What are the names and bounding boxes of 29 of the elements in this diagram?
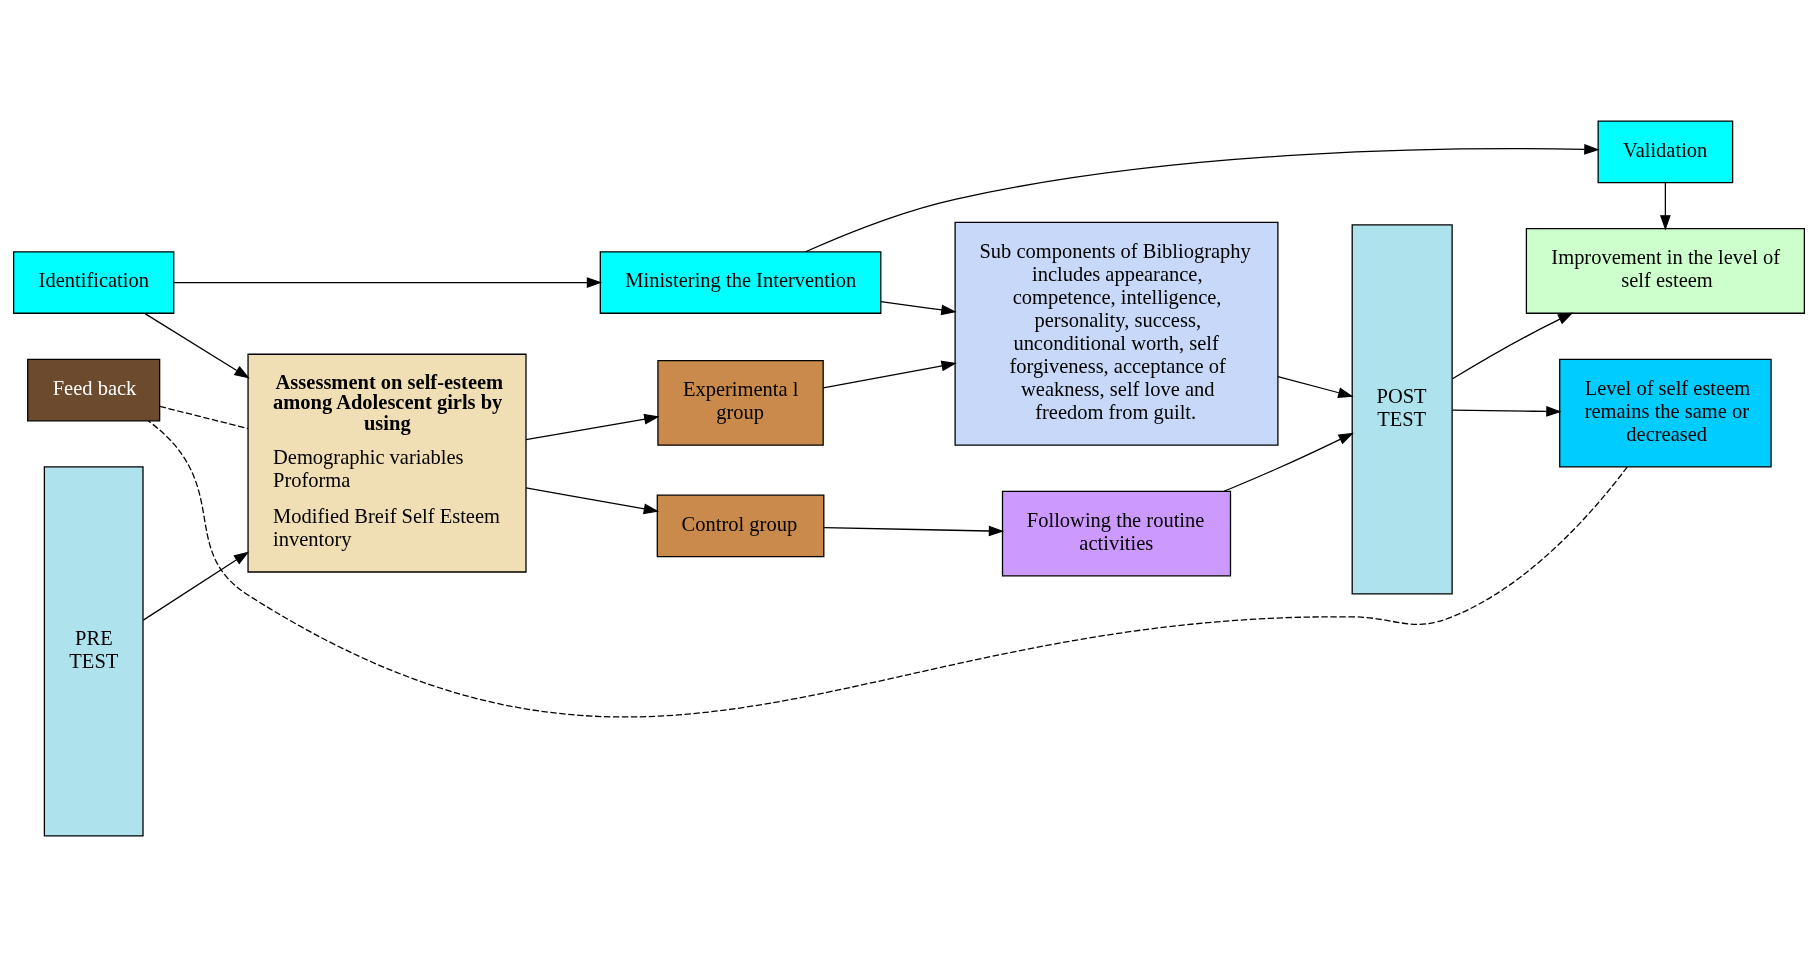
node-box: Experimenta l group <box>657 359 824 446</box>
arrow <box>1277 375 1354 398</box>
node-box: Validation <box>1597 120 1734 183</box>
arrow <box>822 360 957 388</box>
arrow <box>525 486 660 514</box>
node-box: POST TEST <box>1351 223 1453 594</box>
arrow <box>1660 181 1671 231</box>
arrow <box>525 413 660 440</box>
node-box: Level of self esteem remains the same or decreased <box>1559 358 1772 468</box>
node-box: Following the routine activities <box>1001 490 1232 576</box>
connector <box>159 405 249 429</box>
node-box: Improvement in the level of self esteem <box>1525 227 1805 314</box>
arrow <box>823 525 1005 536</box>
arrow <box>173 276 603 288</box>
node-box: Ministering the Intervention <box>599 250 882 314</box>
node-box: Feed back <box>27 358 161 421</box>
arrow <box>142 551 250 621</box>
arrow <box>804 143 1600 252</box>
arrow <box>144 312 250 379</box>
arrow <box>1223 432 1354 492</box>
node-box: Identification <box>13 250 175 314</box>
connector <box>147 419 1628 717</box>
node-box: PRE TEST <box>43 465 144 836</box>
arrow <box>880 300 957 315</box>
node-box: Sub components of Bibliography includes appearance, competence, intelligence, personality, success, unconditional worth, self forgiveness, acceptance of weakness, self love and freedom from guilt. <box>954 221 1279 446</box>
arrow <box>1451 312 1574 379</box>
node-box: Assessment on self-esteem among Adolescent girls by using Demographic variables Proforma Modified Breif Self Esteem inventory <box>247 353 527 573</box>
arrow <box>1451 405 1562 417</box>
node-box: Control group <box>656 494 825 557</box>
